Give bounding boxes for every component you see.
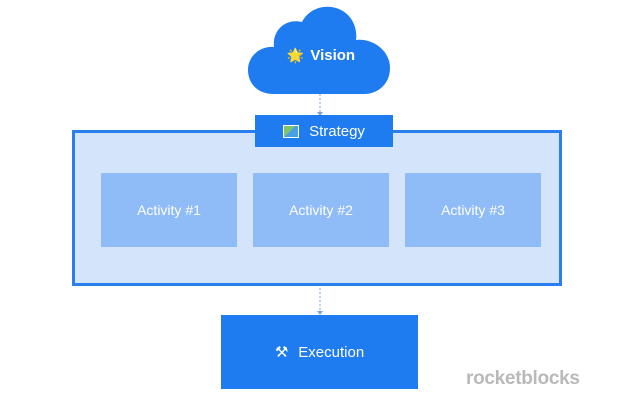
map-icon — [283, 124, 300, 138]
activity-1-box: Activity #1 — [101, 173, 237, 247]
activity-2-label: Activity #2 — [289, 202, 353, 218]
sparkle-star-icon: 🌟 — [286, 47, 305, 63]
tools-icon: ⚒ — [274, 343, 289, 361]
connector-vision-arrowhead — [317, 112, 323, 116]
activity-2-box: Activity #2 — [253, 173, 389, 247]
vision-label: Vision — [310, 46, 356, 64]
activity-3-box: Activity #3 — [405, 173, 541, 247]
vision-node: 🌟 Vision — [256, 40, 386, 70]
watermark-logo: rocketblocks — [466, 368, 580, 389]
activity-3-label: Activity #3 — [441, 202, 505, 218]
connector-execution-arrowhead — [317, 311, 323, 315]
execution-node: ⚒ Execution — [221, 315, 418, 389]
execution-label: Execution — [298, 343, 365, 361]
strategy-header: Strategy — [255, 115, 393, 147]
vision-cloud — [248, 6, 390, 95]
strategy-label: Strategy — [309, 122, 365, 140]
activity-1-label: Activity #1 — [137, 202, 201, 218]
